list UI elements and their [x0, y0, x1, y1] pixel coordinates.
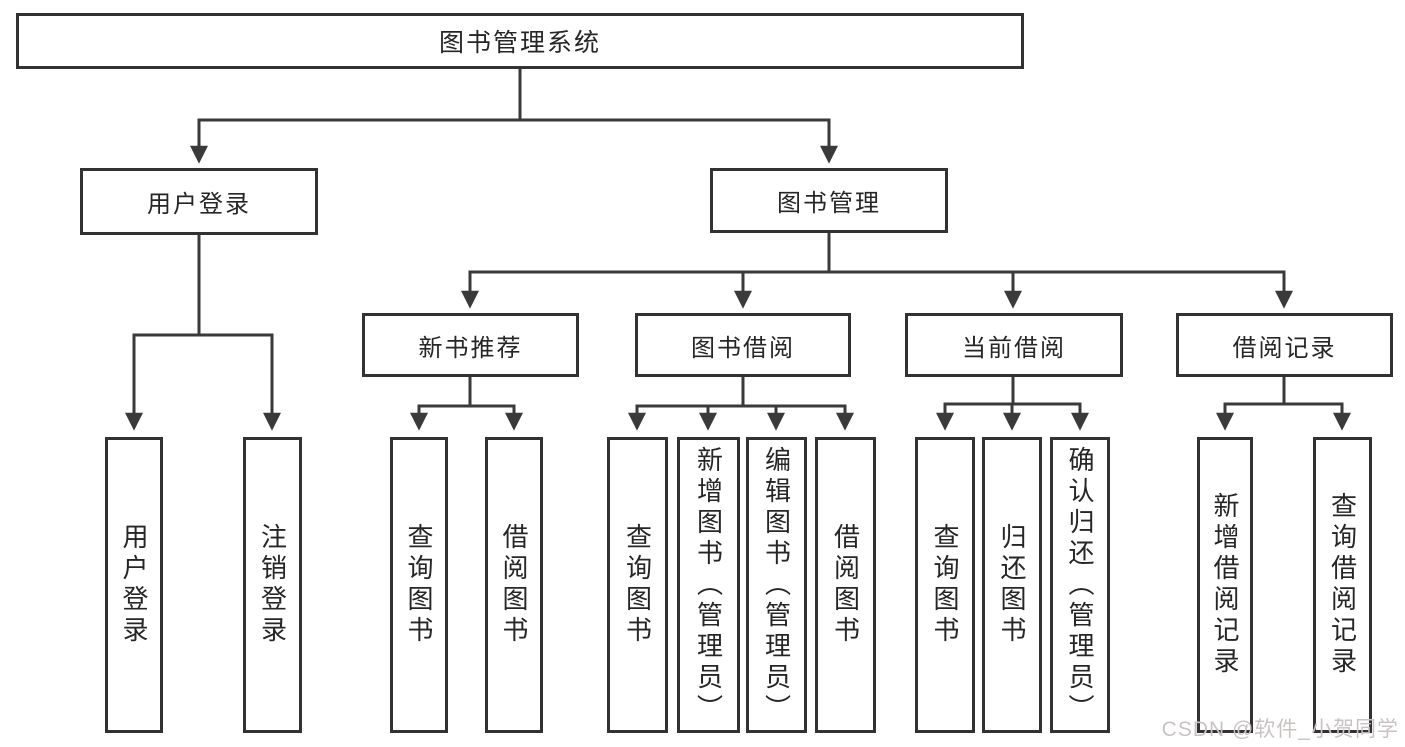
node-label: 查询借阅记录 [1327, 492, 1358, 678]
node-label: 编辑图书（管理员） [761, 445, 792, 725]
leaf-bb-add-books-admin: 新增图书（管理员） [677, 437, 740, 733]
leaf-logout: 注销登录 [243, 437, 302, 733]
csdn-watermark: CSDN @软件_小贺同学 [1161, 718, 1399, 741]
node-label: 当前借阅 [962, 334, 1066, 362]
leaf-bb-borrow-books: 借阅图书 [815, 437, 876, 733]
node-label: 用户登录 [119, 523, 149, 647]
node-label: 归还图书 [997, 523, 1027, 647]
node-root-system: 图书管理系统 [16, 13, 1024, 69]
node-label: 借阅图书 [499, 523, 529, 647]
leaf-br-query-record: 查询借阅记录 [1313, 437, 1372, 733]
leaf-user-login: 用户登录 [105, 437, 163, 733]
leaf-cb-return-books: 归还图书 [982, 437, 1042, 733]
node-borrow-record: 借阅记录 [1176, 313, 1393, 377]
leaf-bb-query-books: 查询图书 [607, 437, 668, 733]
node-label: 借阅记录 [1232, 334, 1337, 362]
leaf-rec-query-books: 查询图书 [390, 437, 448, 733]
node-label: 图书借阅 [691, 334, 795, 362]
node-label: 图书管理系统 [438, 29, 601, 57]
node-label: 查询图书 [622, 523, 653, 647]
node-label: 新书推荐 [418, 334, 523, 362]
leaf-br-add-record: 新增借阅记录 [1197, 437, 1253, 733]
node-label: 查询图书 [404, 523, 434, 647]
leaf-cb-query-books: 查询图书 [915, 437, 975, 733]
node-label: 图书管理 [777, 190, 881, 217]
node-label: 查询图书 [930, 523, 960, 647]
leaf-bb-edit-books-admin: 编辑图书（管理员） [746, 437, 807, 733]
node-book-management: 图书管理 [710, 168, 948, 233]
node-label: 用户登录 [147, 191, 251, 218]
node-label: 确认归还（管理员） [1065, 445, 1095, 725]
node-new-book-recommend: 新书推荐 [362, 313, 579, 377]
node-label: 借阅图书 [830, 523, 861, 647]
leaf-cb-confirm-return-admin: 确认归还（管理员） [1050, 437, 1110, 733]
node-label: 新增借阅记录 [1210, 492, 1240, 678]
node-user-login: 用户登录 [80, 168, 318, 235]
node-current-borrow: 当前借阅 [905, 313, 1123, 377]
node-label: 新增图书（管理员） [693, 445, 724, 725]
node-book-borrow: 图书借阅 [635, 313, 851, 377]
node-label: 注销登录 [257, 523, 288, 647]
leaf-rec-borrow-books: 借阅图书 [485, 437, 543, 733]
